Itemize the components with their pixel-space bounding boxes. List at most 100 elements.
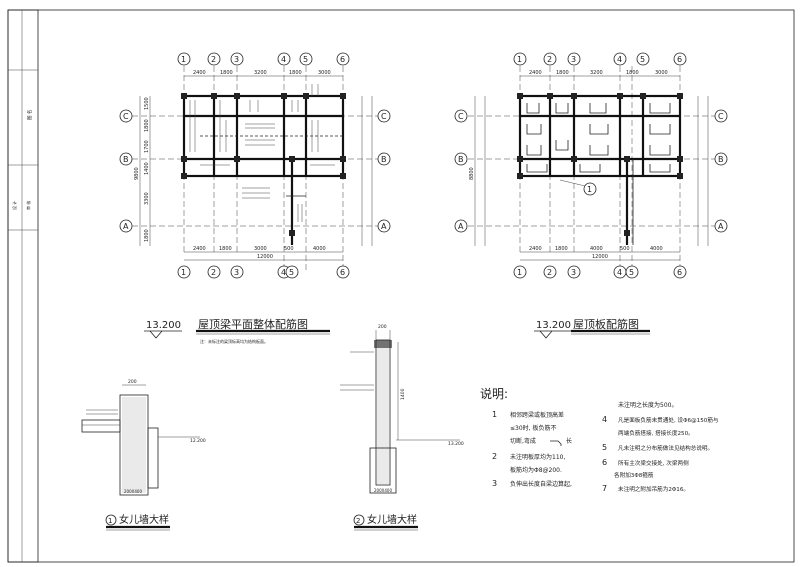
dim-bottom-3: 3000 xyxy=(254,246,267,252)
beam-plan-structure xyxy=(181,84,346,245)
axis-label-5-bottom: 5 xyxy=(289,268,294,277)
slab-axis-label-5: 5 xyxy=(640,55,645,64)
axis-label-1: 1 xyxy=(181,55,186,64)
note-1-line-2: ≤30时, 板负筋不 xyxy=(510,424,556,432)
title-block-cell-3: 审 核 xyxy=(25,201,31,210)
axis-label-c-right: C xyxy=(381,112,387,121)
axis-label-6: 6 xyxy=(340,55,345,64)
title-block-cell-2: 设 计 xyxy=(11,201,17,210)
slab-plan-elevation: 13.200 xyxy=(536,320,571,331)
note-1-line-4: 长 xyxy=(566,437,572,445)
note-3b-line-1: 未注明之长度为500。 xyxy=(618,401,677,409)
dim-top-2: 1800 xyxy=(220,70,233,76)
note-6-num: 6 xyxy=(602,458,607,467)
axis-label-a-right: A xyxy=(381,222,387,231)
slab-dim-bottom-total: 12000 xyxy=(592,254,608,260)
slab-dim-bottom-1: 2400 xyxy=(529,246,542,252)
dim-left-2: 1800 xyxy=(144,119,150,132)
dim-left-6: 1800 xyxy=(144,229,150,242)
slab-axis-label-6: 6 xyxy=(677,55,682,64)
slab-axis-label-1: 1 xyxy=(517,55,522,64)
slab-dim-top-3: 3200 xyxy=(590,70,603,76)
note-2-line-1: 未注明板厚均为110, xyxy=(510,453,565,461)
slab-marker xyxy=(583,182,597,196)
slab-dim-top-1: 2400 xyxy=(529,70,542,76)
slab-axis-label-3: 3 xyxy=(571,55,576,64)
axis-label-c-left: C xyxy=(123,112,129,121)
slab-axis-c-right: C xyxy=(718,112,724,121)
slab-dim-bottom-4: 500 xyxy=(620,246,630,252)
axis-label-6-bottom: 6 xyxy=(340,268,345,277)
slab-axis-5-bottom: 5 xyxy=(629,268,634,277)
dim-bottom-2: 1800 xyxy=(219,246,232,252)
slab-dim-bottom-5: 4000 xyxy=(650,246,663,252)
dim-bottom-5: 4000 xyxy=(313,246,326,252)
slab-dim-top-5: 3000 xyxy=(655,70,668,76)
dim-top-3: 3200 xyxy=(254,70,267,76)
note-5-num: 5 xyxy=(602,443,607,452)
slab-plan-structure: 1 xyxy=(517,93,683,245)
note-4-num: 4 xyxy=(602,415,607,424)
dim-left-4: 1400 xyxy=(144,162,150,175)
d2-height-dim: 1400 xyxy=(400,388,406,400)
d2-right-elev: 13.200 xyxy=(448,441,464,447)
note-1-line-3: 切断,弯成 xyxy=(510,437,536,445)
slab-axis-label-2: 2 xyxy=(547,55,552,64)
slab-axis-c-left: C xyxy=(458,112,464,121)
beam-plan: 1 2 3 4 5 6 2400 1800 3200 1800 3000 C B… xyxy=(119,52,391,344)
slab-plan: 1 2 3 4 5 6 2400 1800 3200 1800 3000 C B… xyxy=(454,52,728,339)
detail2-num: 2 xyxy=(356,517,360,525)
axis-label-4: 4 xyxy=(281,55,286,64)
slab-axis-label-4: 4 xyxy=(617,55,622,64)
notes-block: 说明: 1 相邻跨梁或板顶高差 ≤30时, 板负筋不 切断,弯成 长 2 未注明… xyxy=(480,386,719,493)
beam-plan-top-axes: 1 2 3 4 5 6 xyxy=(177,52,350,270)
note-5-line-1: 凡未注明之分布筋做法见结构总说明。 xyxy=(618,444,713,452)
note-1-num: 1 xyxy=(492,410,497,419)
dim-bottom-4: 500 xyxy=(284,246,294,252)
note-1-line-1: 相邻跨梁或板顶高差 xyxy=(510,411,564,419)
axis-label-5: 5 xyxy=(303,55,308,64)
slab-dim-bottom-2: 1800 xyxy=(555,246,568,252)
note-6-line-2: 各附加3Φ8箍筋 xyxy=(614,471,654,479)
slab-marker-label: 1 xyxy=(587,185,592,194)
slab-axis-4-bottom: 4 xyxy=(617,268,622,277)
note-7-line-1: 未注明之附加吊筋为2Φ16。 xyxy=(618,485,689,493)
slab-axis-b-left: B xyxy=(458,155,464,164)
axis-label-3: 3 xyxy=(234,55,239,64)
axis-label-a-left: A xyxy=(123,222,129,231)
axis-label-4-bottom: 4 xyxy=(281,268,286,277)
dim-left-5: 3300 xyxy=(144,192,150,205)
slab-dim-top-4: 1800 xyxy=(626,70,639,76)
d2-top-dim: 200 xyxy=(378,324,387,330)
d1-top-dim: 200 xyxy=(128,379,137,385)
slab-axis-3-bottom: 3 xyxy=(571,268,576,277)
slab-axis-6-bottom: 6 xyxy=(677,268,682,277)
note-7-num: 7 xyxy=(602,484,607,493)
dim-left-3: 1700 xyxy=(144,140,150,153)
axis-label-b-right: B xyxy=(381,155,387,164)
d2-bottom-dim: 200X400 xyxy=(374,488,392,493)
dim-top-4: 1800 xyxy=(289,70,302,76)
detail1-title: 女儿墙大样 xyxy=(119,513,169,526)
title-block: 图 名 设 计 审 核 xyxy=(11,110,33,210)
slab-axis-b-right: B xyxy=(718,155,724,164)
note-3-num: 3 xyxy=(492,479,497,488)
dim-top-5: 3000 xyxy=(318,70,331,76)
dim-top-1: 2400 xyxy=(193,70,206,76)
axis-label-2-bottom: 2 xyxy=(211,268,216,277)
slab-axis-1-bottom: 1 xyxy=(517,268,522,277)
note-3-line-1: 负伸出长度自梁边算起, xyxy=(510,480,572,488)
note-4-line-1: 凡是面板负筋未贯通处, 设Φ6@150筋与 xyxy=(618,416,719,424)
note-4-line-2: 两端负筋搭接, 搭接长度250。 xyxy=(618,429,694,437)
axis-label-1-bottom: 1 xyxy=(181,268,186,277)
beam-plan-title: 屋顶梁平面整体配筋图 xyxy=(198,317,308,331)
dim-bottom-1: 2400 xyxy=(193,246,206,252)
notes-heading: 说明: xyxy=(480,386,508,401)
detail1-num: 1 xyxy=(108,517,112,525)
slab-axis-a-right: A xyxy=(718,222,724,231)
note-2-num: 2 xyxy=(492,452,497,461)
dim-bottom-total: 12000 xyxy=(257,254,273,260)
slab-axis-2-bottom: 2 xyxy=(547,268,552,277)
d1-right-elev: 12.200 xyxy=(190,438,206,444)
